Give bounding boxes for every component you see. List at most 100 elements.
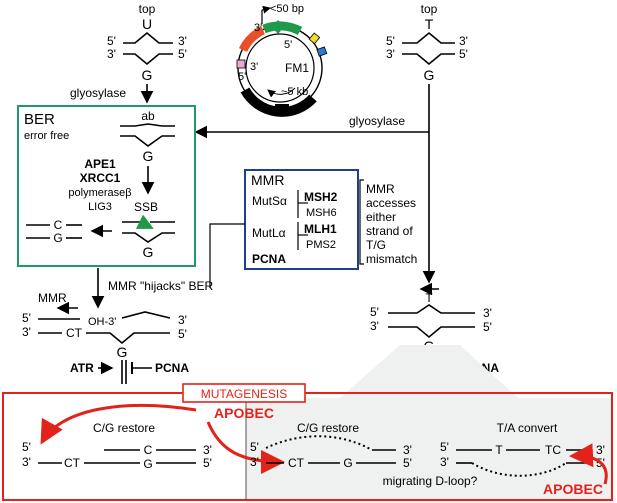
right-top-base: T [425, 16, 434, 32]
left-top-3prime-a: 3' [107, 47, 116, 61]
mmr-note-line-6: mismatch [366, 252, 417, 266]
bottom-right-3prime-b: 3' [596, 443, 605, 457]
mmr-msh6: MSH6 [306, 207, 337, 219]
left-top-5prime: 5' [107, 34, 116, 48]
bottom-right-title: T/A convert [497, 421, 558, 435]
mmr-note-line-5: T/G [366, 238, 386, 252]
bottom-right-3prime: 3' [440, 455, 449, 469]
bottom-mid-3prime: 3' [250, 455, 259, 469]
plasmid-5prime: 5' [284, 39, 292, 51]
right-mid-5prime-b: 5' [483, 320, 492, 334]
right-top-label: top [421, 2, 438, 16]
left-mid-atr: ATR [70, 361, 94, 375]
mmr-title: MMR [251, 172, 284, 188]
mmr-msh2: MSH2 [304, 190, 338, 204]
left-top-5prime-b: 5' [178, 47, 187, 61]
ber-protein-xrcc1: XRCC1 [80, 171, 121, 185]
mmr-mlh1: MLH1 [304, 222, 337, 236]
right-mid-t: T [425, 291, 433, 305]
plasmid-bp: <50 bp [270, 3, 304, 15]
bottom-mid-5prime-b: 5' [403, 456, 412, 470]
mmr-box: MMR MutSα MSH2 MSH6 MutLα MLH1 PMS2 PCNA [209, 169, 359, 288]
ber-ab: ab [141, 109, 155, 123]
ber-g2: G [53, 231, 62, 245]
mmr-pms2: PMS2 [306, 239, 336, 251]
glycosylase-left: glyosylase [70, 86, 126, 100]
left-top-label: top [139, 2, 156, 16]
left-mid-3prime-b: 3' [178, 313, 187, 327]
bottom-mid-3prime-b: 3' [403, 443, 412, 457]
plasmid-5prime-b: 5' [238, 71, 246, 83]
bottom-left-5prime: 5' [22, 440, 31, 454]
left-mid-g: G [117, 344, 128, 360]
left-top-base: U [142, 16, 152, 32]
left-top-pair: G [142, 67, 153, 83]
bottom-right-t: T [495, 443, 503, 457]
glycosylase-right: glyosylase [349, 114, 405, 128]
plasmid-kb: ~5 kb [281, 86, 308, 98]
bottom-mid-ct: CT [288, 456, 305, 470]
plasmid-map: <50 bp 3' 5' FM1 5' 3' ~5 kb [236, 3, 328, 117]
mmr-note-line-1: MMR [366, 182, 395, 196]
left-top-3prime-b: 3' [178, 34, 187, 48]
left-mid-mmr: MMR [38, 291, 67, 305]
left-mid-oh: OH-3' [88, 316, 116, 328]
bottom-middle: C/G restore 5' 3' CT G 3' 5' [250, 421, 412, 470]
ber-protein-polb: polymeraseβ [68, 187, 131, 199]
bottom-left-c: C [144, 443, 153, 457]
ber-box: BER error free ab G APE1 XRCC1 polymeras… [17, 105, 196, 267]
ber-protein-ape1: APE1 [84, 157, 116, 171]
bottom-left-3prime: 3' [22, 455, 31, 469]
right-top-pair: G [424, 67, 435, 83]
bottom-left-ct: CT [64, 456, 81, 470]
mmr-note: MMR accesses either strand of T/G mismat… [359, 179, 417, 266]
right-top-3prime: 3' [386, 47, 395, 61]
bottom-mid-g: G [343, 456, 352, 470]
mmr-mutsa: MutSα [252, 194, 287, 208]
bottom-mid-5prime: 5' [250, 440, 259, 454]
ber-title: BER [24, 111, 55, 128]
bottom-right-5prime: 5' [440, 440, 449, 454]
right-mid-5prime: 5' [370, 305, 379, 319]
left-mid-pcna: PCNA [155, 361, 189, 375]
bottom-left-title: C/G restore [93, 421, 155, 435]
right-top-5prime-b: 5' [459, 47, 468, 61]
ber-c: C [54, 218, 63, 232]
bottom-left-g: G [143, 457, 152, 471]
left-middle: MMR "hijacks" BER MMR 5' 3' OH-3' 3' CT … [22, 268, 214, 384]
ber-protein-lig3: LIG3 [88, 201, 112, 213]
bottom-right: T/A convert 5' 3' T TC 3' 5' migrating D… [383, 421, 608, 497]
bottom-left-3prime-b: 3' [203, 443, 212, 457]
bottom-left: C/G restore 5' 3' CT C G 3' 5' [22, 421, 212, 471]
mmr-note-line-3: either [366, 210, 396, 224]
bottom-left-5prime-b: 5' [203, 456, 212, 470]
ber-g-bottom: G [143, 244, 154, 260]
left-mid-5prime-b: 5' [178, 327, 187, 341]
bottom-right-apobec: APOBEC [543, 481, 603, 497]
plasmid-3prime: 3' [254, 22, 262, 34]
ber-ssb: SSB [134, 200, 158, 214]
mmr-pcna: PCNA [252, 252, 286, 266]
right-mid-3prime: 3' [370, 319, 379, 333]
bottom-right-dloop: migrating D-loop? [383, 474, 478, 488]
plasmid-name: FM1 [285, 61, 309, 75]
right-mid-3prime-b: 3' [483, 306, 492, 320]
mmr-note-line-2: accesses [366, 196, 416, 210]
left-top-mismatch: top U 5' 3' 3' 5' G glyosylase [70, 2, 187, 104]
left-mid-3prime: 3' [22, 325, 31, 339]
bottom-mid-title: C/G restore [297, 421, 359, 435]
ber-subtitle: error free [24, 130, 69, 142]
right-top-5prime: 5' [386, 34, 395, 48]
left-mid-5prime: 5' [22, 311, 31, 325]
right-top-3prime-b: 3' [459, 34, 468, 48]
mmr-mutla: MutLα [252, 226, 286, 240]
bottom-right-tc: TC [545, 443, 561, 457]
hijack-label: MMR "hijacks" BER [108, 279, 214, 293]
plasmid-3prime-b: 3' [250, 61, 258, 73]
apobec-label: APOBEC [214, 405, 274, 421]
mutagenesis-label: MUTAGENESIS [201, 387, 287, 401]
ber-g: G [143, 148, 154, 164]
mmr-note-line-4: strand of [366, 224, 413, 238]
left-mid-ct: CT [66, 326, 83, 340]
